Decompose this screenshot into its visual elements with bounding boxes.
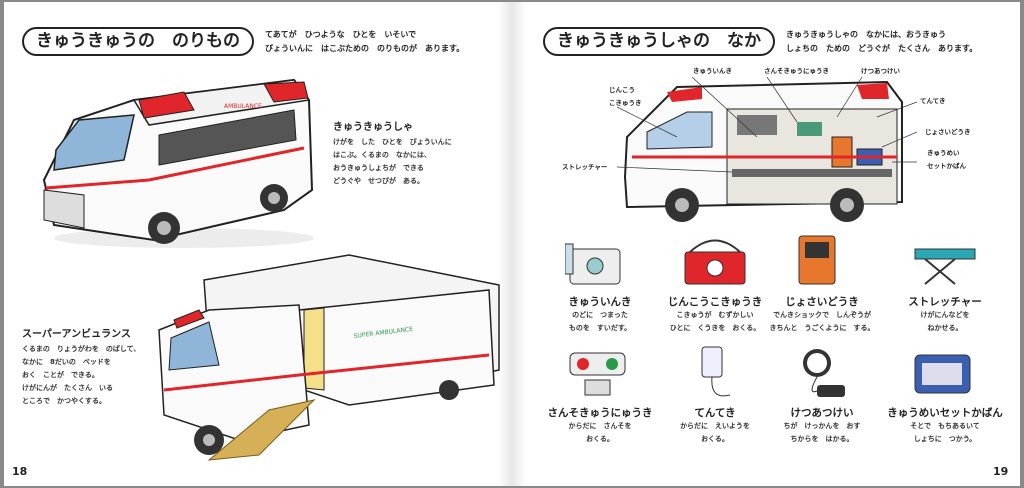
intro-line: しょちの ための どうぐが たくさん あります。: [786, 44, 978, 53]
right-page: きゅうきゅうしゃの なか きゅうきゅうしゃの なかには、おうきゅう しょちの た…: [512, 2, 1020, 486]
equipment-desc-line: ひとに くうきを おくる。: [669, 324, 761, 332]
equipment-name: てんてき: [694, 407, 736, 419]
page-title: きゅうきゅうしゃの なか: [543, 27, 775, 56]
page-title: きゅうきゅうの のりもの: [22, 27, 254, 56]
caption-line: おく ことが できる。: [22, 371, 99, 379]
ambulance-illustration: AMBULANCE: [42, 78, 314, 248]
equipment-icon: [914, 354, 971, 394]
page-number: 18: [12, 465, 28, 478]
callout-oxygen: さんそきゅうにゅうき: [764, 67, 829, 75]
page-number: 19: [993, 465, 1009, 478]
ambulance-caption: きゅうきゅうしゃ けがを した ひとを びょういんに はこぶ。くるまの なかには…: [333, 118, 452, 188]
equipment-name: ストレッチャー: [908, 296, 982, 308]
callout-suction: きゅういんき: [693, 67, 732, 75]
callout-line: きゅうめい: [927, 149, 960, 157]
equipment-desc-line: のどに つまった: [572, 311, 628, 319]
equipment-desc-line: おくる。: [701, 435, 729, 443]
equipment-item: じんこうこきゅうきこきゅうが むずかしいひとに くうきを おくる。: [650, 234, 780, 335]
equipment-name: さんそきゅうにゅうき: [547, 407, 653, 419]
callout-defibrillator: じょさいどうき: [925, 128, 971, 136]
equipment-icon: [701, 346, 731, 397]
caption-line: けがにんが たくさん いる: [22, 384, 113, 392]
equipment-desc-line: ちが けっかんを おす: [783, 422, 861, 430]
equipment-item: けつあつけいちが けっかんを おすちからを はかる。: [757, 345, 887, 446]
equipment-desc-line: そとで もちあるいて: [910, 422, 980, 430]
ambulance-body-label: AMBULANCE: [224, 103, 262, 110]
super-ambulance-caption: スーパーアンビュランス くるまの りょうがわを のばして、 なかに 8だいの ベ…: [22, 325, 140, 408]
caption-line: くるまの りょうがわを のばして、: [22, 345, 141, 353]
equipment-item: ストレッチャーけがにんなどをねかせる。: [880, 234, 1010, 335]
equipment-icon: [803, 349, 845, 397]
equipment-icon: [798, 235, 836, 285]
callout-blood-pressure: けつあつけい: [861, 67, 900, 75]
super-ambulance-illustration: SUPER AMBULANCE: [158, 254, 500, 461]
equipment-name: きゅういんき: [568, 296, 632, 308]
callout-drip: てんてき: [920, 97, 946, 105]
equipment-icon: [569, 352, 626, 396]
caption-line: おうきゅうしょちが できる: [333, 164, 424, 172]
equipment-name: きゅうめいセットかばん: [887, 407, 1003, 419]
intro-line: てあてが ひつような ひとを いそいで: [265, 30, 417, 39]
equipment-desc-line: しょちに つかう。: [913, 435, 977, 443]
equipment-desc-line: おくる。: [586, 435, 614, 443]
equipment-item: きゅうめいセットかばんそとで もちあるいてしょちに つかう。: [880, 345, 1010, 446]
equipment-name: けつあつけい: [790, 407, 854, 419]
callout-line: こきゅうき: [609, 99, 642, 107]
caption-line: なかに 8だいの ベッドを: [22, 358, 111, 366]
ambulance-name: きゅうきゅうしゃ: [333, 122, 413, 133]
equipment-desc-line: けがにんなどを: [920, 311, 970, 319]
equipment-desc-line: ちからを はかる。: [790, 435, 854, 443]
equipment-icon: [914, 248, 976, 285]
callout-line: じんこう: [609, 86, 635, 94]
equipment-desc-line: ものを すいだす。: [568, 324, 632, 332]
left-page: きゅうきゅうの のりもの てあてが ひつような ひとを いそいで びょういんに …: [4, 2, 512, 486]
intro-text: きゅうきゅうしゃの なかには、おうきゅう しょちの ための どうぐが たくさん …: [786, 28, 977, 56]
equipment-desc-line: ねかせる。: [927, 324, 963, 332]
equipment-desc-line: きちんと うごくように する。: [769, 324, 875, 332]
ambulance-interior-illustration: [617, 77, 917, 222]
callout-kit-bag: きゅうめいセットかばん: [927, 147, 966, 173]
callout-ventilator: じんこうこきゅうき: [609, 84, 642, 110]
equipment-name: じんこうこきゅうき: [667, 296, 763, 308]
caption-line: ところで かつやくする。: [22, 397, 106, 405]
equipment-name: じょさいどうき: [785, 296, 859, 308]
callout-line: セットかばん: [927, 162, 966, 170]
equipment-desc-line: でんきショックで しんぞうが: [773, 311, 871, 319]
equipment-desc-line: からだに えいようを: [680, 422, 750, 430]
caption-line: どうぐや せつびが ある。: [333, 177, 424, 185]
equipment-icon: [565, 243, 621, 285]
equipment-item: きゅういんきのどに つまったものを すいだす。: [535, 234, 665, 335]
intro-line: きゅうきゅうしゃの なかには、おうきゅう: [786, 30, 946, 39]
equipment-item: てんてきからだに えいようをおくる。: [650, 345, 780, 446]
equipment-icon: [684, 239, 746, 285]
caption-line: けがを した ひとを びょういんに: [333, 138, 452, 146]
equipment-desc-line: からだに さんそを: [568, 422, 632, 430]
callout-stretcher: ストレッチャー: [562, 163, 608, 171]
caption-line: はこぶ。くるまの なかには、: [333, 151, 431, 159]
equipment-item: さんそきゅうにゅうきからだに さんそをおくる。: [535, 345, 665, 446]
intro-line: びょういんに はこぶための のりものが あります。: [265, 44, 465, 53]
equipment-item: じょさいどうきでんきショックで しんぞうがきちんと うごくように する。: [757, 234, 887, 335]
equipment-desc-line: こきゅうが むずかしい: [676, 311, 754, 319]
intro-text: てあてが ひつような ひとを いそいで びょういんに はこぶための のりものが …: [265, 28, 464, 56]
super-ambulance-name: スーパーアンビュランス: [22, 329, 131, 340]
